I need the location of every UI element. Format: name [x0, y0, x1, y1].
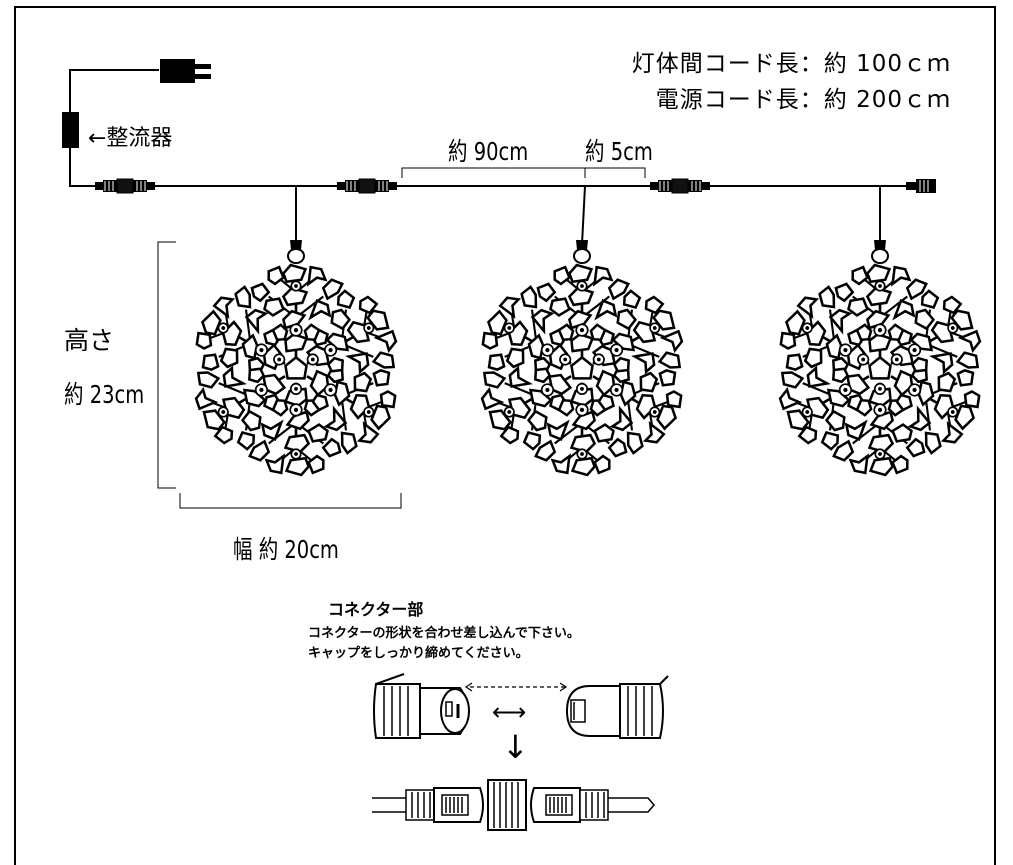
lamp-cord-length: 灯体間コード長：約 100ｃｍ: [631, 51, 951, 77]
height-bracket: [157, 241, 176, 489]
height-title: 高さ: [64, 326, 115, 355]
power-cord: [62, 59, 211, 187]
connector-detail-separate: [373, 673, 669, 739]
pair-arrow: ⟷: [492, 698, 527, 726]
end-cap: [906, 179, 936, 193]
down-arrow: ↓: [502, 728, 529, 766]
connector-instruction-1: コネクターの形状を合わせ差し込んで下さい。: [308, 626, 580, 641]
width-bracket: [179, 493, 402, 509]
snowflake-lamp-2: [468, 239, 696, 475]
connector-2: [336, 178, 398, 194]
power-cord-length: 電源コード長：約 200ｃｍ: [655, 87, 951, 113]
connector-detail-joined: [372, 779, 655, 831]
power-plug: [160, 59, 195, 83]
connector-instruction-2: キャップをしっかり締めてください。: [308, 646, 529, 661]
cable-connectors: [94, 178, 936, 194]
spacing-lamps-label: 約 90cm: [448, 137, 529, 166]
dimension-brackets: [157, 167, 646, 509]
spacing-drop-label: 約 5cm: [585, 137, 653, 166]
snowflake-lamp-1: [182, 239, 410, 475]
connector-1: [94, 178, 156, 194]
width-label: 幅 約 20cm: [233, 535, 339, 564]
spacing-90-bracket: [401, 167, 586, 178]
rectifier-label: ←整流器: [88, 126, 173, 151]
height-value: 約 23cm: [64, 380, 145, 409]
spacing-5-bracket: [584, 167, 646, 178]
rectifier-box: [62, 112, 79, 148]
drop-cords: [295, 185, 881, 245]
diagram-frame: [14, 6, 996, 865]
connector-title: コネクター部: [328, 600, 424, 619]
snowflake-lamp-3: [766, 239, 994, 475]
connector-3: [649, 178, 711, 194]
